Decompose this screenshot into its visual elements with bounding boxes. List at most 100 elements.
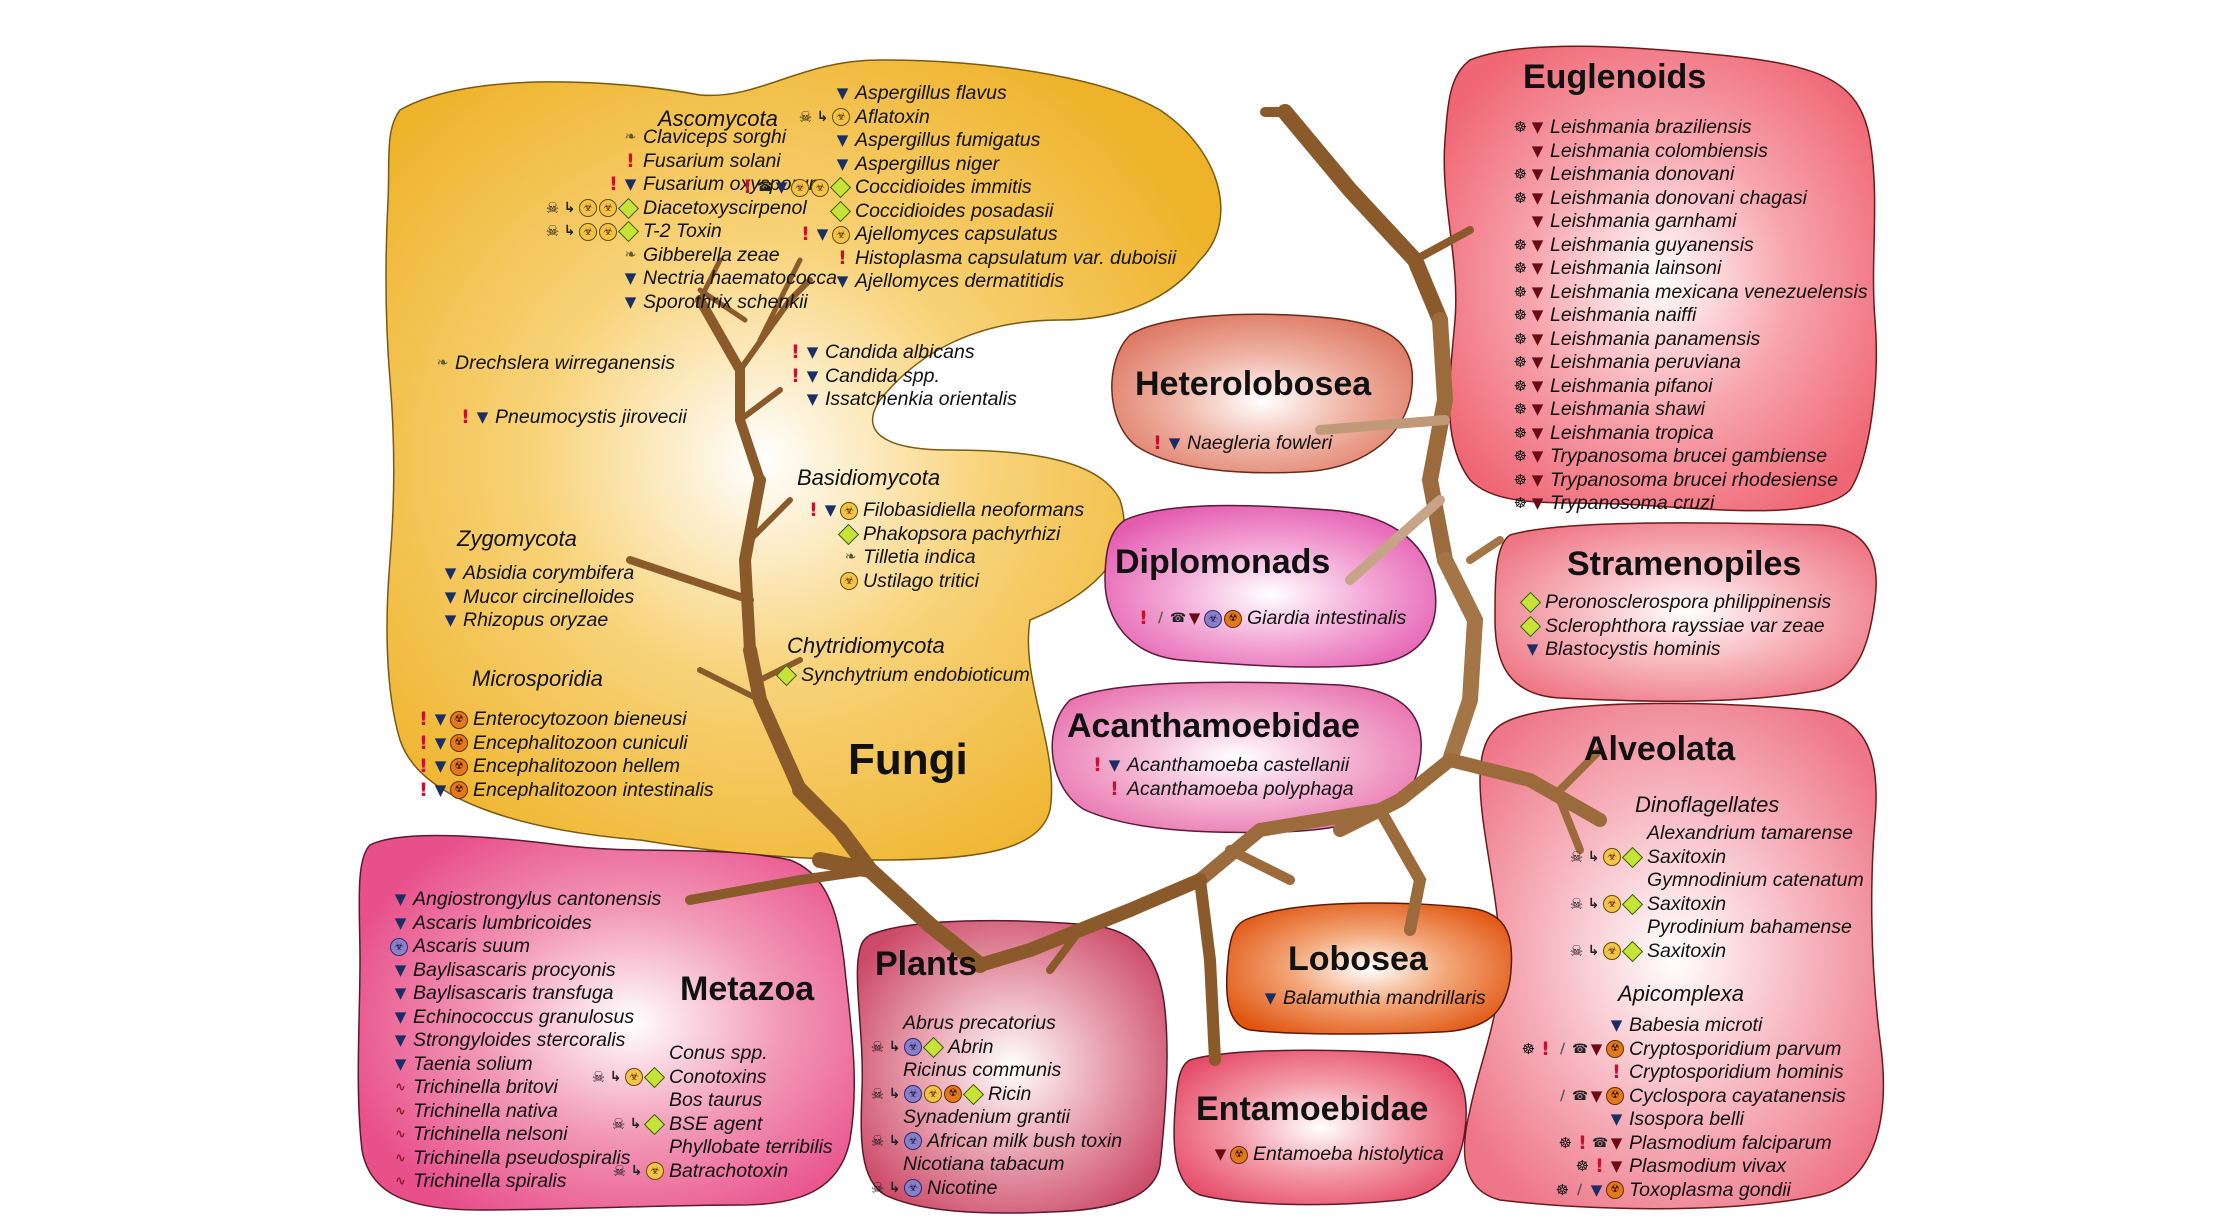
diamond-icon	[617, 221, 640, 243]
list-item: ▼Baylisascaris procyonis	[370, 959, 661, 983]
bio-icon: ☣	[832, 108, 850, 127]
diamond-icon	[617, 197, 640, 219]
bio-icon: ☣	[599, 199, 617, 218]
bug-icon: ☸	[1558, 1133, 1573, 1152]
phone-icon: ☎	[1170, 611, 1187, 627]
organism-name: Leishmania tropica	[1550, 421, 1714, 444]
bug-icon: ☸	[1575, 1157, 1590, 1176]
hazard-icons: ☸▼	[1480, 448, 1545, 465]
organism-name: Peronosclerospora philippinensis	[1545, 591, 1832, 614]
microsporidia-list: !▼☢Enterocytozoon bieneusi!▼☢Encephalito…	[400, 708, 714, 802]
hazard-icons: ☸∕▼☢	[1480, 1181, 1624, 1200]
hazard-icons: !	[1080, 779, 1122, 798]
organism-name: Ascaris suum	[413, 935, 531, 958]
list-item: !Fusarium solani	[398, 150, 837, 174]
bones-icon: ☠	[870, 1178, 885, 1197]
ex-icon: !	[801, 223, 810, 246]
bug-icon: ☸	[1513, 188, 1528, 207]
organism-name: Cryptosporidium parvum	[1629, 1037, 1842, 1060]
hazard-icons: ☸▼	[1480, 354, 1545, 371]
organism-name: Leishmania donovani	[1550, 163, 1735, 186]
organism-name: Tilletia indica	[863, 546, 976, 569]
hazard-icons: !▼☣	[700, 223, 850, 246]
euglenoids-region	[1443, 45, 1877, 512]
list-item: ▼Absidia corymbifera	[400, 562, 635, 586]
funnel-icon: ▼	[444, 564, 457, 583]
hazard-icons: ▼	[700, 85, 850, 102]
hazard-icons: ▼	[398, 270, 638, 287]
orange-icon: ☢	[450, 734, 468, 753]
bio-icon: ☣	[646, 1162, 664, 1181]
hazard-icons: ☸▼	[1480, 423, 1545, 442]
organism-name: Coccidioides posadasii	[855, 199, 1054, 222]
funnel-red-icon: ▼	[1590, 1086, 1603, 1105]
list-item: ☸▼Leishmania guyanensis	[1480, 234, 1868, 258]
list-item: ☸▼Leishmania mexicana venezuelensis	[1480, 281, 1868, 305]
funnel-red-icon: ▼	[1531, 282, 1544, 301]
bug-icon: ☸	[1513, 470, 1528, 489]
organism-name: African milk bush toxin	[927, 1129, 1123, 1152]
organism-name: Baylisascaris transfuga	[413, 982, 614, 1005]
organism-name: Taenia solium	[413, 1052, 533, 1075]
hazard-icons: ☠↳☣☣	[398, 221, 640, 243]
funnel-icon: ▼	[394, 1007, 407, 1026]
diplomonads-title: Diplomonads	[1115, 543, 1331, 581]
list-item: !▼Candida albicans	[760, 341, 1017, 365]
arrow-icon: ↳	[888, 1085, 901, 1102]
organism-name: Drechslera wirreganensis	[455, 352, 676, 375]
organism-name: Entamoeba histolytica	[1253, 1143, 1444, 1166]
list-item: ▼Aspergillus flavus	[700, 82, 1176, 106]
list-item: ▼Isospora belli	[1480, 1108, 1846, 1132]
list-item: ☣Ustilago tritici	[760, 570, 1084, 594]
funnel-icon: ▼	[394, 1054, 407, 1073]
bug-icon: ☸	[1513, 423, 1528, 442]
organism-name: Enterocytozoon bieneusi	[473, 708, 687, 731]
bio-icon: ☣	[1603, 895, 1621, 914]
heterolobosea-title: Heterolobosea	[1135, 365, 1372, 403]
arrow-icon: ↳	[1587, 895, 1600, 912]
ex-icon: !	[743, 176, 752, 199]
list-item: ☠↳BSE agent	[560, 1113, 833, 1137]
organism-name: Leishmania garnhami	[1550, 210, 1737, 233]
organism-name: Diacetoxyscirpenol	[643, 196, 807, 219]
funnel-red-icon: ▼	[1590, 1039, 1603, 1058]
list-item: !▼Naegleria fowleri	[1140, 432, 1332, 456]
bio-icon: ☣	[840, 501, 858, 520]
bones-icon: ☠	[870, 1131, 885, 1150]
funnel-icon: ▼	[836, 154, 849, 173]
euglenoids-list: ☸▼Leishmania braziliensis▼Leishmania col…	[1480, 116, 1868, 516]
bug-icon: ☸	[1513, 282, 1528, 301]
arrow-icon: ↳	[1587, 848, 1600, 865]
hazard-icons: !☎▼☣☣	[700, 176, 852, 199]
funnel-icon: ▼	[444, 587, 457, 606]
list-item: ☠↳☣Nicotine	[870, 1177, 1122, 1201]
hazard-icons: ☸!☎▼	[1480, 1133, 1624, 1152]
funnel-icon: ▼	[476, 408, 489, 427]
funnel-icon: ▼	[836, 131, 849, 150]
ascomycota-right-list: ▼Aspergillus flavus☠↳☣Aflatoxin▼Aspergil…	[700, 82, 1176, 294]
hazard-icons: ☠↳	[560, 1113, 666, 1135]
organism-name: Trypanosoma brucei gambiense	[1550, 445, 1828, 468]
organism-name: Angiostrongylus cantonensis	[413, 888, 662, 911]
ex-icon: !	[419, 731, 428, 754]
organism-name: Plasmodium vivax	[1629, 1155, 1787, 1178]
phone-icon: ☎	[1572, 1041, 1589, 1057]
organism-name: Conus spp.	[669, 1042, 768, 1065]
orange-icon: ☢	[944, 1085, 962, 1104]
hazard-icons: ☠↳☣	[870, 1036, 945, 1058]
list-item: ☠↳☣Saxitoxin	[1480, 893, 1864, 917]
arrow-icon: ↳	[816, 108, 829, 125]
list-item: ☠↳☣African milk bush toxin	[870, 1130, 1122, 1154]
orange-icon: ☢	[450, 781, 468, 800]
list-item: !▼Acanthamoeba castellanii	[1080, 754, 1354, 778]
hazard-icons: ▼	[370, 1032, 408, 1049]
list-item: !▼☢Enterocytozoon bieneusi	[400, 708, 714, 732]
funnel-red-icon: ▼	[1531, 329, 1544, 348]
list-item: ▼Aspergillus fumigatus	[700, 129, 1176, 153]
bones-icon: ☠	[1569, 941, 1584, 960]
bug-icon: ☸	[1521, 1039, 1536, 1058]
funnel-red-icon: ▼	[1531, 447, 1544, 466]
orange-icon: ☢	[450, 757, 468, 776]
